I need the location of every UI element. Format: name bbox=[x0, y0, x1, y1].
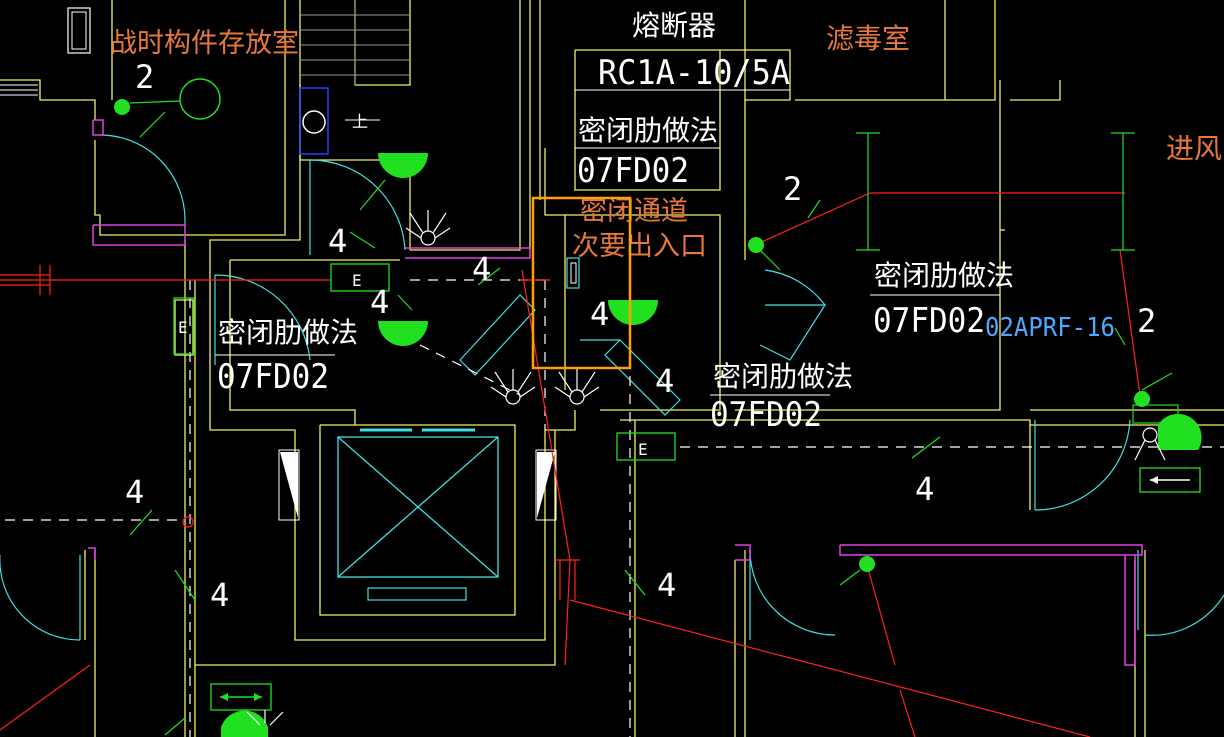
prf-code-label: 02APRF-16 bbox=[985, 313, 1115, 343]
rib-code-label-2: 07FD02 bbox=[873, 301, 985, 341]
door-swings bbox=[0, 134, 1224, 641]
vent-bars bbox=[0, 84, 38, 96]
rib-code-label-4: 07FD02 bbox=[710, 395, 822, 435]
wire-count: 4 bbox=[210, 576, 229, 614]
svg-text:上: 上 bbox=[352, 112, 368, 131]
exit-sign-right bbox=[1139, 467, 1201, 493]
dashed-lines bbox=[5, 279, 1224, 737]
stair-lamp: 上 bbox=[299, 87, 380, 155]
wire-count: 4 bbox=[472, 250, 491, 288]
svg-text:E: E bbox=[178, 318, 188, 337]
elevator-shaft bbox=[337, 428, 499, 601]
magenta-frames bbox=[88, 119, 1143, 666]
e-box-3: E bbox=[616, 432, 676, 461]
stair-hatch bbox=[300, 0, 410, 85]
wire-count: 4 bbox=[915, 470, 934, 508]
wire-count: 4 bbox=[590, 295, 609, 333]
green-lamps bbox=[114, 78, 1202, 737]
switch-lines bbox=[139, 111, 1173, 586]
wire-count: 4 bbox=[370, 283, 389, 321]
storage-symbol-inner bbox=[71, 11, 87, 50]
socket-device-inner bbox=[570, 262, 577, 284]
green-box-right bbox=[1132, 404, 1179, 424]
storage-symbol bbox=[67, 7, 91, 54]
fuse-box-outline bbox=[215, 89, 1000, 396]
wire-count: 2 bbox=[1137, 302, 1156, 340]
fuse-label: 熔断器 bbox=[632, 9, 716, 42]
secondary-exit-label: 次要出入口 bbox=[572, 231, 707, 262]
e-box-1: E bbox=[330, 263, 390, 292]
rib-code-label-1: 07FD02 bbox=[577, 151, 689, 191]
rib-method-label-3: 密闭肋做法 bbox=[218, 316, 358, 349]
dimension-markers bbox=[856, 132, 1135, 251]
column-marks bbox=[278, 449, 557, 521]
wire-count: 4 bbox=[655, 362, 674, 400]
exit-sign-bottom bbox=[210, 683, 272, 711]
air-intake-label: 进风 bbox=[1166, 132, 1222, 165]
red-junction bbox=[182, 516, 194, 528]
storage-room-label: 战时构件存放室 bbox=[110, 28, 299, 59]
selection-box[interactable] bbox=[531, 196, 632, 370]
socket-device bbox=[566, 257, 580, 289]
wire-count: 4 bbox=[125, 473, 144, 511]
fuse-model-label: RC1A-10/5A bbox=[598, 53, 790, 93]
filter-room-label: 滤毒室 bbox=[826, 22, 910, 55]
rib-method-label-2: 密闭肋做法 bbox=[874, 259, 1014, 292]
svg-text:E: E bbox=[352, 271, 362, 290]
wire-ticks bbox=[129, 199, 1126, 736]
svg-text:E: E bbox=[638, 440, 648, 459]
rib-method-label-1: 密闭肋做法 bbox=[578, 114, 718, 147]
wire-count: 4 bbox=[657, 566, 676, 604]
wire-count: 4 bbox=[328, 222, 347, 260]
emergency-bursts bbox=[246, 210, 1166, 726]
wire-count-numbers: 2 4 4 4 4 4 2 2 4 4 4 4 bbox=[125, 58, 1156, 614]
wire-count: 2 bbox=[135, 58, 154, 96]
wire-count: 2 bbox=[783, 170, 802, 208]
e-box-2: E bbox=[173, 297, 195, 355]
airtight-channel-label: 密闭通道 bbox=[580, 196, 688, 227]
rib-method-label-4: 密闭肋做法 bbox=[713, 360, 853, 393]
rib-code-label-3: 07FD02 bbox=[217, 357, 329, 397]
red-wires bbox=[0, 192, 1141, 737]
